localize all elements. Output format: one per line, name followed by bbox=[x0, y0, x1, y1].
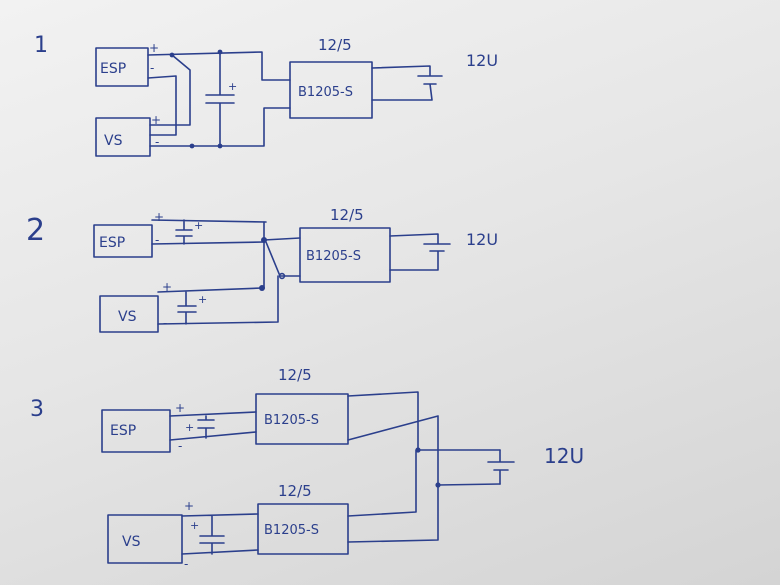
diagram-3-vs-minus: - bbox=[184, 557, 188, 571]
diagram-3-esp-plus: + bbox=[175, 401, 185, 415]
diagram-2-vs-plus: + bbox=[162, 280, 172, 294]
diagram-3-esp-label: ESP bbox=[110, 423, 136, 439]
diagram-1-converter-label: B1205-S bbox=[298, 85, 353, 100]
diagram-1-positive-rail bbox=[147, 51, 291, 81]
diagram-2: 2 ESP + - + VS + - + 12/5 B1205-S 12U bbox=[26, 206, 498, 333]
diagram-1-esp-negative bbox=[147, 75, 177, 136]
diagram-1-node bbox=[189, 143, 195, 149]
diagram-1-vs-minus: - bbox=[155, 135, 159, 149]
diagram-2-junction-wiring bbox=[263, 221, 301, 289]
diagram-3-vs-box bbox=[107, 514, 183, 564]
diagram-3: 3 ESP + - + 12/5 B1205-S VS + - + 12/5 B… bbox=[30, 366, 584, 571]
diagram-2-esp-wiring bbox=[151, 219, 267, 245]
diagram-3-vs-cap-plus: + bbox=[190, 519, 199, 532]
diagram-1-vs-label: VS bbox=[104, 133, 123, 149]
diagram-3-converter-box-bottom bbox=[257, 503, 349, 555]
diagram-2-converter-box bbox=[299, 227, 391, 283]
diagram-3-converter-label-top: B1205-S bbox=[264, 413, 319, 428]
diagram-2-esp-box bbox=[93, 224, 153, 258]
diagram-3-node bbox=[415, 447, 421, 453]
diagram-3-battery-voltage: 12U bbox=[544, 444, 584, 468]
diagram-1-esp-minus: - bbox=[150, 61, 154, 75]
diagram-2-vs-wiring bbox=[157, 275, 279, 325]
diagram-2-vs-cap-plus: + bbox=[198, 293, 207, 306]
diagram-3-esp-cap-plus: + bbox=[185, 421, 194, 434]
diagram-2-vs-box bbox=[99, 295, 159, 333]
diagram-3-vs-wiring bbox=[181, 513, 259, 555]
diagram-2-node bbox=[259, 285, 265, 291]
diagram-1-capacitor bbox=[205, 51, 235, 147]
diagram-2-node bbox=[278, 272, 286, 280]
diagram-3-esp-box bbox=[101, 409, 171, 453]
diagram-3-converter-box-top bbox=[255, 393, 349, 445]
diagram-3-esp-wiring bbox=[169, 411, 257, 441]
diagram-2-converter-rating: 12/5 bbox=[330, 206, 364, 224]
diagram-1-converter-box bbox=[289, 61, 373, 119]
diagram-1-negative-rail bbox=[149, 107, 291, 147]
diagram-3-converter-rating-top: 12/5 bbox=[278, 366, 312, 384]
diagram-3-output-wiring bbox=[347, 391, 501, 543]
diagram-1: 1 ESP + - VS + - + 12/5 B1205-S 12U bbox=[34, 33, 498, 157]
diagram-1-vs-box bbox=[95, 117, 151, 157]
diagram-2-vs-minus: - bbox=[163, 316, 167, 330]
diagram-1-esp-plus: + bbox=[149, 41, 159, 55]
diagram-3-number: 3 bbox=[30, 397, 44, 422]
diagram-1-cap-plus: + bbox=[228, 80, 237, 93]
diagram-1-number: 1 bbox=[34, 33, 48, 58]
diagram-2-battery bbox=[389, 233, 451, 271]
diagram-3-converter-rating-bottom: 12/5 bbox=[278, 482, 312, 500]
diagram-2-node bbox=[261, 237, 267, 243]
diagram-3-vs-label: VS bbox=[122, 534, 141, 550]
diagram-2-number: 2 bbox=[26, 213, 45, 248]
diagram-2-esp-label: ESP bbox=[99, 235, 125, 251]
diagram-3-esp-minus: - bbox=[178, 439, 182, 453]
diagram-2-esp-cap-plus: + bbox=[194, 219, 203, 232]
diagram-1-esp-label: ESP bbox=[100, 61, 126, 77]
diagram-1-battery-voltage: 12U bbox=[466, 51, 498, 70]
diagram-3-node bbox=[435, 482, 441, 488]
diagram-3-vs-plus: + bbox=[184, 499, 194, 513]
diagram-1-node bbox=[217, 49, 223, 55]
diagram-1-vs-plus: + bbox=[151, 113, 161, 127]
diagram-2-converter-label: B1205-S bbox=[306, 249, 361, 264]
diagram-1-node bbox=[169, 52, 175, 58]
diagram-1-vs-positive bbox=[149, 54, 191, 126]
diagram-3-converter-label-bottom: B1205-S bbox=[264, 523, 319, 538]
diagram-2-battery-voltage: 12U bbox=[466, 230, 498, 249]
diagram-2-esp-minus: - bbox=[155, 233, 159, 247]
diagram-2-esp-plus: + bbox=[154, 210, 164, 224]
diagram-1-battery bbox=[371, 65, 443, 101]
diagram-3-battery bbox=[487, 449, 515, 485]
diagram-1-converter-rating: 12/5 bbox=[318, 36, 352, 54]
diagram-1-esp-box bbox=[95, 47, 149, 87]
diagram-1-node bbox=[217, 143, 223, 149]
diagram-2-vs-label: VS bbox=[118, 309, 137, 325]
